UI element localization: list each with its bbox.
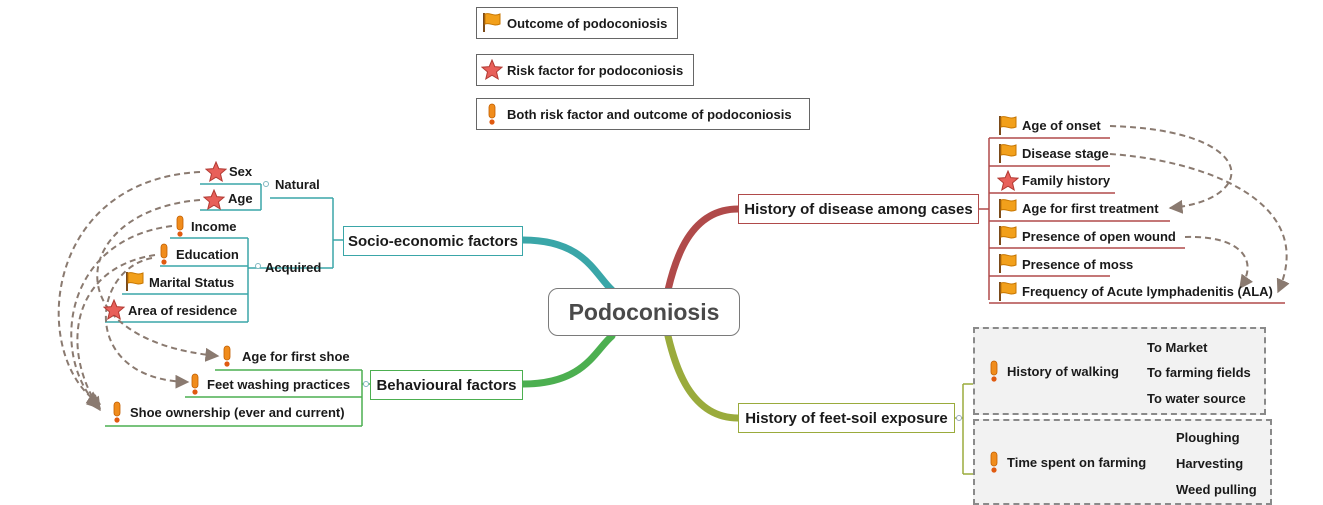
legend-both: Both risk factor and outcome of podoconi… — [476, 98, 810, 130]
time-on-farming-node[interactable]: Time spent on farming — [1007, 455, 1147, 470]
behav-branch-curve — [519, 332, 616, 388]
feet-soil-exposure-node[interactable]: History of feet-soil exposure — [738, 403, 955, 433]
socio-branch-curve — [519, 236, 616, 294]
flag-icon — [998, 253, 1017, 274]
weed-pulling-node[interactable]: Weed pulling — [1176, 482, 1257, 497]
flag-icon — [125, 271, 144, 292]
flag-icon — [998, 143, 1017, 164]
legend-outcome: Outcome of podoconiosis — [476, 7, 678, 39]
star-icon — [205, 161, 227, 182]
to-farming-fields-node[interactable]: To farming fields — [1147, 365, 1251, 380]
flag-icon — [482, 12, 501, 33]
family-history-node[interactable]: Family history — [1022, 173, 1111, 188]
exposure-branch-curve — [664, 332, 742, 422]
income-node[interactable]: Income — [191, 219, 237, 234]
education-node[interactable]: Education — [176, 247, 239, 262]
disease-stage-node[interactable]: Disease stage — [1022, 146, 1109, 161]
shoe-ownership-node[interactable]: Shoe ownership (ever and current) — [130, 405, 345, 420]
exclamation-icon — [160, 243, 168, 265]
star-icon — [103, 299, 125, 320]
to-water-source-node[interactable]: To water source — [1147, 391, 1246, 406]
central-topic[interactable]: Podoconiosis — [548, 288, 740, 336]
star-icon — [481, 59, 503, 80]
age-first-treatment-node[interactable]: Age for first treatment — [1022, 201, 1159, 216]
exclamation-icon — [191, 373, 199, 395]
harvesting-node[interactable]: Harvesting — [1176, 456, 1244, 471]
age-of-onset-node[interactable]: Age of onset — [1022, 118, 1101, 133]
flag-icon — [998, 115, 1017, 136]
exclamation-icon — [990, 451, 998, 473]
ploughing-node[interactable]: Ploughing — [1176, 430, 1240, 445]
behavioural-node[interactable]: Behavioural factors — [370, 370, 523, 400]
age-first-shoe-node[interactable]: Age for first shoe — [242, 349, 350, 364]
sex-node[interactable]: Sex — [229, 164, 253, 179]
star-icon — [203, 189, 225, 210]
farming-group-box — [973, 419, 1272, 505]
flag-icon — [998, 198, 1017, 219]
walking-group-box — [973, 327, 1266, 415]
age-node[interactable]: Age — [228, 191, 253, 206]
star-icon — [997, 170, 1019, 191]
flag-icon — [998, 281, 1017, 302]
socio-economic-node[interactable]: Socio-economic factors — [343, 226, 523, 256]
flag-icon — [998, 225, 1017, 246]
history-disease-node[interactable]: History of disease among cases — [738, 194, 979, 224]
history-branch-curve — [664, 205, 742, 294]
exclamation-icon — [113, 401, 121, 423]
legend-both-label: Both risk factor and outcome of podoconi… — [507, 106, 792, 122]
legend-risk-label: Risk factor for podoconiosis — [507, 62, 684, 78]
presence-of-moss-node[interactable]: Presence of moss — [1022, 257, 1134, 272]
exclamation-icon — [990, 360, 998, 382]
feet-washing-node[interactable]: Feet washing practices — [207, 377, 351, 392]
area-of-residence-node[interactable]: Area of residence — [128, 303, 238, 318]
marital-status-node[interactable]: Marital Status — [149, 275, 235, 290]
open-wound-node[interactable]: Presence of open wound — [1022, 229, 1176, 244]
exclamation-icon — [176, 215, 184, 237]
exclamation-icon — [488, 103, 496, 125]
acquired-node[interactable]: Acquired — [265, 260, 322, 275]
legend-risk: Risk factor for podoconiosis — [476, 54, 694, 86]
to-market-node[interactable]: To Market — [1147, 340, 1208, 355]
ala-frequency-node[interactable]: Frequency of Acute lymphadenitis (ALA) — [1022, 284, 1273, 299]
natural-node[interactable]: Natural — [275, 177, 320, 192]
legend-outcome-label: Outcome of podoconiosis — [507, 15, 668, 31]
history-of-walking-node[interactable]: History of walking — [1007, 364, 1119, 379]
exclamation-icon — [223, 345, 231, 367]
